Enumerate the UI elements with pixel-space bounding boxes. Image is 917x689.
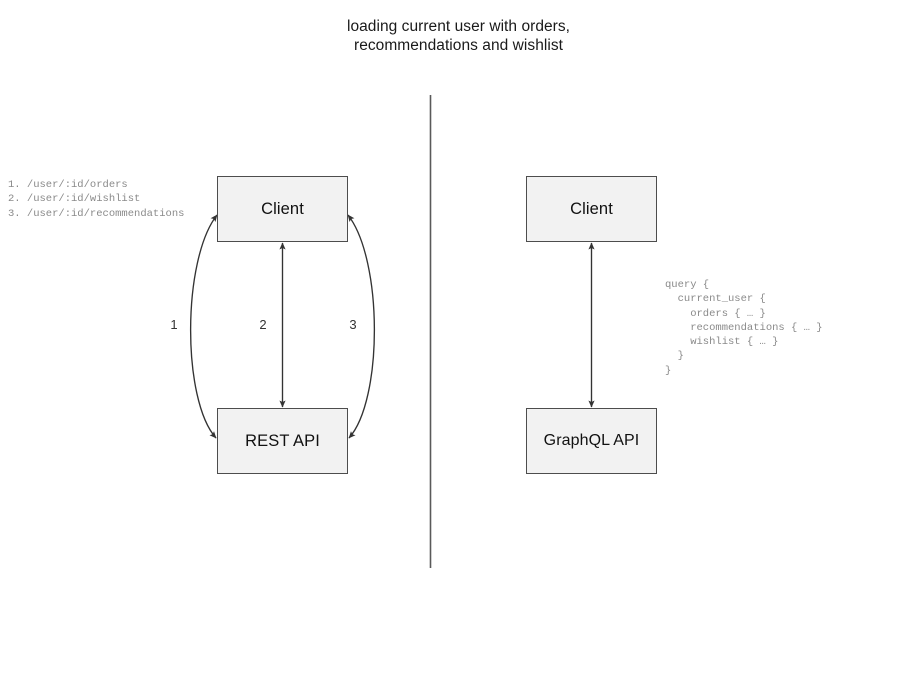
rest-endpoint-list: 1. /user/:id/orders 2. /user/:id/wishlis… <box>8 179 185 220</box>
node-graphql-client-label: Client <box>570 199 613 218</box>
edge-label-3: 3 <box>349 317 357 332</box>
edge-label-1: 1 <box>170 317 178 332</box>
node-graphql-client[interactable]: Client <box>526 176 657 242</box>
node-rest-client-label: Client <box>261 199 304 218</box>
page-title: loading current user with orders, recomm… <box>346 18 571 54</box>
node-rest-client[interactable]: Client <box>217 176 348 242</box>
edge-orders <box>189 214 218 439</box>
graphql-query-text: query { current_user { orders { … } reco… <box>665 279 823 377</box>
node-rest-api-label: REST API <box>245 431 320 450</box>
node-graphql-api[interactable]: GraphQL API <box>526 408 657 474</box>
edge-label-2: 2 <box>259 317 267 332</box>
edge-recommendations <box>347 214 376 439</box>
node-rest-api[interactable]: REST API <box>217 408 348 474</box>
node-graphql-api-label: GraphQL API <box>543 432 640 449</box>
